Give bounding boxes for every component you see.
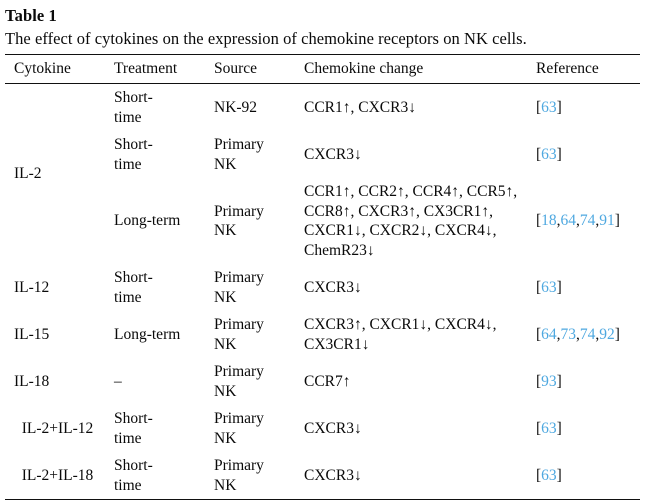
reference-citation[interactable]: [64,73,74,92] [536, 325, 620, 343]
cell-reference[interactable]: [63] [527, 131, 640, 178]
table-wrapper: Cytokine Treatment Source Chemokine chan… [0, 54, 645, 499]
cell-reference[interactable]: [63] [527, 264, 640, 311]
cell-treatment: Long-term [114, 325, 181, 343]
column-header-reference: Reference [527, 54, 640, 84]
reference-citation[interactable]: [63] [536, 145, 562, 163]
reference-citation[interactable]: [63] [536, 278, 562, 296]
cell-cytokine: IL-2+IL-18 [21, 466, 94, 484]
reference-citation[interactable]: [63] [536, 419, 562, 437]
cell-treatment: Short-time [114, 89, 153, 126]
cell-cytokine: IL-15 [14, 325, 50, 343]
cell-chemokine-change: CXCR3↑, CXCR1↓, CXCR4↓, CX3CR1↓ [304, 316, 497, 353]
table-row: IL-2 Short-time NK-92 CCR1↑, CXCR3↓ [63] [5, 84, 640, 182]
cell-cytokine: IL-2 [14, 165, 42, 183]
cell-chemokine-change: CCR7↑ [304, 372, 351, 390]
table-head: Cytokine Treatment Source Chemokine chan… [5, 54, 640, 84]
cell-reference[interactable]: [18,64,74,91] [527, 178, 640, 264]
reference-citation[interactable]: [93] [536, 372, 562, 390]
cell-chemokine-change: CXCR3↓ [304, 278, 362, 296]
cell-reference[interactable]: [93] [527, 358, 640, 405]
table-caption-block: Table 1 The effect of cytokines on the e… [0, 0, 645, 49]
column-header-treatment: Treatment [105, 54, 205, 84]
cell-treatment: – [114, 372, 122, 390]
cell-chemokine-change: CXCR3↓ [304, 466, 362, 484]
cell-reference[interactable]: [63] [527, 84, 640, 132]
cell-reference[interactable]: [63] [527, 452, 640, 499]
cell-treatment: Short-time [114, 410, 153, 447]
column-header-cytokine: Cytokine [5, 54, 105, 84]
cell-reference[interactable]: [64,73,74,92] [527, 311, 640, 358]
cell-chemokine-change: CXCR3↓ [304, 419, 362, 437]
cell-cytokine: IL-12 [14, 278, 50, 296]
column-header-source: Source [205, 54, 295, 84]
header-row: Cytokine Treatment Source Chemokine chan… [5, 54, 640, 84]
table-caption-text: The effect of cytokines on the expressio… [5, 29, 527, 48]
cell-reference[interactable]: [63] [527, 405, 640, 452]
reference-citation[interactable]: [18,64,74,91] [536, 212, 620, 230]
cell-chemokine-change: CXCR3↓ [304, 145, 362, 163]
cell-treatment: Short-time [114, 269, 153, 306]
cell-source: NK-92 [214, 98, 258, 116]
cytokine-chemokine-table: Cytokine Treatment Source Chemokine chan… [5, 54, 640, 499]
cell-cytokine: IL-2+IL-12 [21, 419, 94, 437]
reference-citation[interactable]: [63] [536, 466, 562, 484]
table-label: Table 1 [5, 6, 57, 25]
cell-chemokine-change: CCR1↑, CXCR3↓ [304, 98, 416, 116]
cell-treatment: Short-time [114, 136, 153, 173]
reference-citation[interactable]: [63] [536, 98, 562, 116]
cell-cytokine: IL-18 [14, 372, 50, 390]
cell-treatment: Short-time [114, 457, 153, 494]
column-header-chemokine-change: Chemokine change [295, 54, 527, 84]
cell-treatment: Long-term [114, 212, 181, 230]
cell-chemokine-change: CCR1↑, CCR2↑, CCR4↑, CCR5↑, CCR8↑, CXCR3… [304, 183, 518, 259]
